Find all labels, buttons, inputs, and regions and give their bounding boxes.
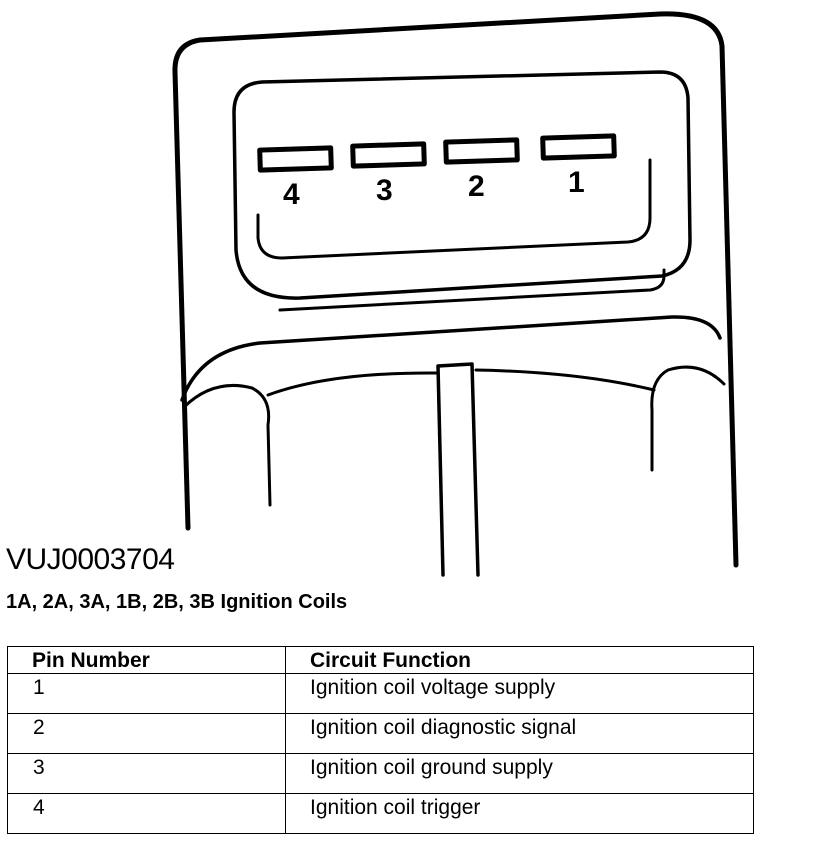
circuit-function-value: Ignition coil voltage supply <box>310 676 556 699</box>
pin-number-value: 3 <box>33 756 45 779</box>
pin-number-value: 2 <box>33 716 45 739</box>
pin-number-cell: 1 <box>7 673 286 714</box>
circuit-function-value: Ignition coil ground supply <box>310 756 553 779</box>
latch-tab <box>436 362 480 577</box>
header-pin-number: Pin Number <box>7 646 286 674</box>
pin-function-table: Pin Number Circuit Function 1 Ignition c… <box>7 646 754 834</box>
pin-number-cell: 2 <box>7 713 286 754</box>
table-row: 4 Ignition coil trigger <box>7 793 754 834</box>
circuit-function-value: Ignition coil diagnostic signal <box>310 716 577 739</box>
figure-caption: 1A, 2A, 3A, 1B, 2B, 3B Ignition Coils <box>6 591 348 613</box>
circuit-function-cell: Ignition coil ground supply <box>285 753 754 794</box>
circuit-function-cell: Ignition coil diagnostic signal <box>285 713 754 754</box>
circuit-function-value: Ignition coil trigger <box>310 796 481 819</box>
connector-lower-edge <box>278 268 666 312</box>
pin-terminal-2 <box>443 137 520 165</box>
header-circuit-function: Circuit Function <box>285 646 754 674</box>
table-row: 1 Ignition coil voltage supply <box>7 673 754 714</box>
housing-right-rib <box>650 365 726 472</box>
housing-center-arc <box>266 371 440 397</box>
pin-terminal-1 <box>540 133 617 161</box>
pin-number-value: 1 <box>33 676 45 699</box>
connector-face-diagram: 4 3 2 1 <box>172 11 739 577</box>
table-row: 3 Ignition coil ground supply <box>7 753 754 794</box>
circuit-function-cell: Ignition coil voltage supply <box>285 673 754 714</box>
pin-label-1: 1 <box>568 166 585 199</box>
housing-left-rib <box>182 383 272 507</box>
housing-center-arc-right <box>474 368 656 392</box>
circuit-function-cell: Ignition coil trigger <box>285 793 754 834</box>
figure-id: VUJ0003704 <box>6 543 175 576</box>
connector-ledge <box>256 158 652 260</box>
pin-label-3: 3 <box>376 174 393 207</box>
pin-terminal-3 <box>350 141 427 169</box>
pin-label-2: 2 <box>468 170 485 203</box>
table-row: 2 Ignition coil diagnostic signal <box>7 713 754 754</box>
table-header-row: Pin Number Circuit Function <box>7 646 754 674</box>
pin-number-value: 4 <box>33 796 45 819</box>
housing-upper-curve <box>180 315 722 402</box>
header-pin-number-label: Pin Number <box>32 649 150 672</box>
connector-face-recess <box>232 70 692 300</box>
pin-number-cell: 3 <box>7 753 286 794</box>
pin-label-4: 4 <box>283 178 300 211</box>
connector-housing <box>172 11 739 568</box>
pin-terminal-4 <box>257 145 334 173</box>
pin-number-cell: 4 <box>7 793 286 834</box>
header-circuit-function-label: Circuit Function <box>310 649 471 672</box>
